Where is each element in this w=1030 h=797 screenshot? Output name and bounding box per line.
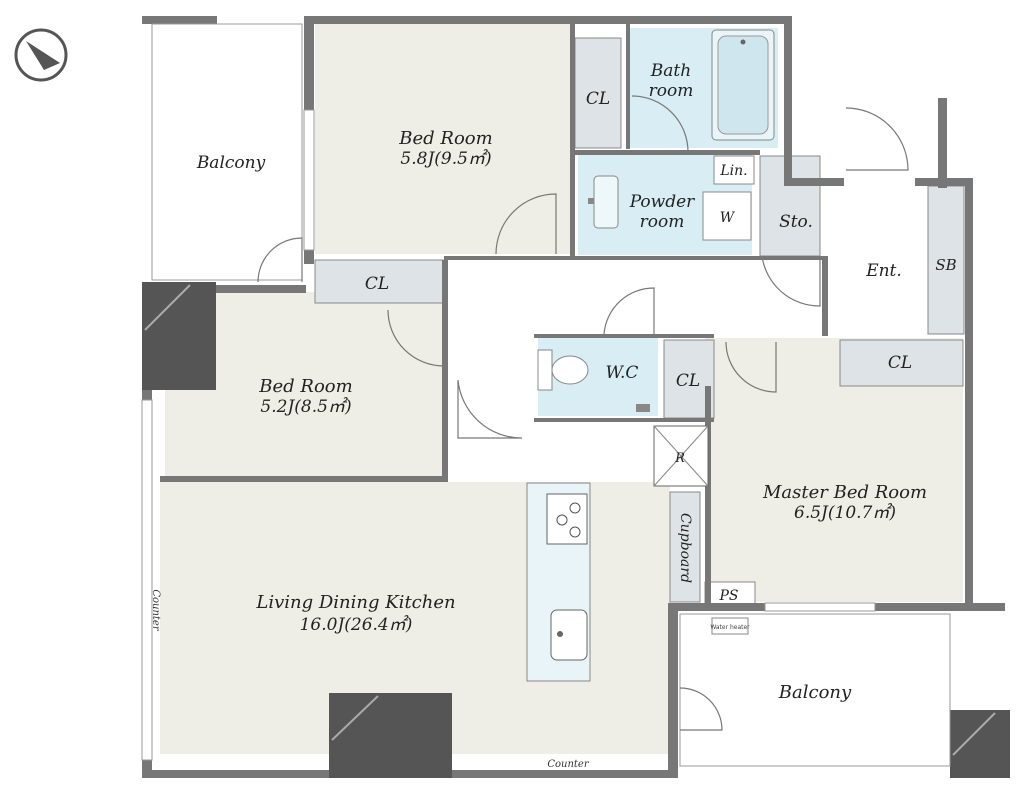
bath-room-label-1: Bath [650,61,691,81]
cl-hall-label: CL [365,274,389,294]
cl-bath-label: CL [586,89,610,109]
counter-bottom-label: Counter [547,759,589,770]
water-heater-label: Water heater [710,624,750,631]
ps-label: PS [718,588,738,604]
cl-master-area [839,339,964,387]
counter-left-label: Counter [150,589,161,631]
sb-area [927,185,965,335]
washer-box [702,191,752,241]
powder-room-label-2: room [640,212,685,232]
kitchen-sink [550,609,588,661]
door-swings [257,95,909,731]
bed-room-1-name: Bed Room [398,128,492,149]
bed-room-1-size: 5.8J(9.5㎡) [400,149,491,169]
toilet [537,349,650,412]
master-bed-room-size: 6.5J(10.7㎡) [794,503,896,523]
washer-label: W [720,210,736,226]
bath-room-label-2: room [649,81,694,101]
cupboard-area [669,491,701,603]
fridge-box [653,425,709,487]
cl-hall-area [314,259,444,304]
bed-room-2-size: 5.2J(8.5㎡) [260,397,351,417]
powder-room-label-1: Powder [629,192,695,212]
sto-label: Sto. [779,212,813,232]
ldk-size: 16.0J(26.4㎡) [300,615,413,635]
bed-room-1-area [315,24,571,254]
balcony-south-outline [679,602,951,767]
lin-area [713,155,755,185]
bathtub [711,29,775,141]
lin-label: Lin. [719,163,747,179]
master-bed-room-name: Master Bed Room [762,482,927,503]
fridge-label: R [674,451,685,466]
wc-label: W.C [606,363,639,383]
pillars [142,282,1010,778]
cl-wc-label: CL [676,371,700,391]
powder-sink [588,175,619,229]
balcony-west-label: Balcony [196,153,266,173]
balcony-south-label: Balcony [778,682,852,703]
sb-label: SB [935,256,956,274]
ldk-name: Living Dining Kitchen [255,592,455,613]
bed-room-2-name: Bed Room [258,376,352,397]
compass-north-icon [14,28,68,82]
ps-area [704,581,756,607]
cl-bath-area [574,37,622,149]
window-ldk-left [141,399,153,761]
stove [546,493,588,545]
balcony-west-outline [151,23,315,281]
ent-label: Ent. [865,261,902,281]
water-heater-box [711,617,749,635]
cl-master-label: CL [888,353,912,373]
cupboard-label: Cupboard [677,513,693,583]
